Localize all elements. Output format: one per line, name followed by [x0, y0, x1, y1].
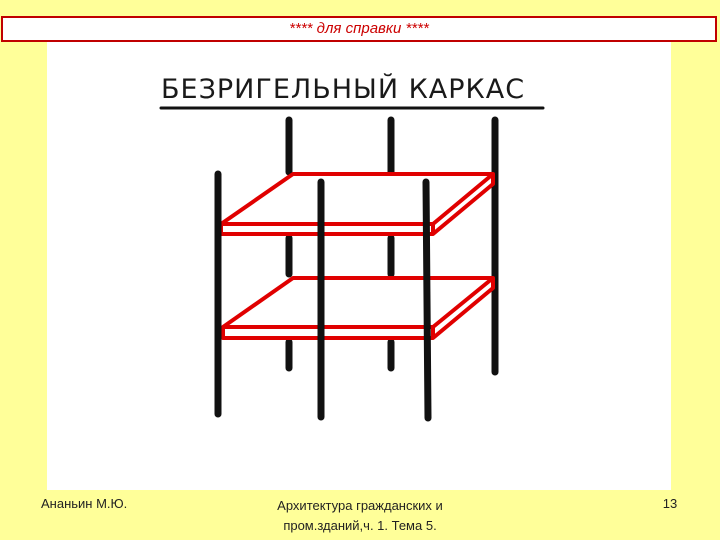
frame-illustration	[159, 106, 545, 422]
footer-author: Ананьин М.Ю.	[41, 496, 128, 511]
drawing-panel: БЕЗРИГЕЛЬНЫЙ КАРКАС	[47, 42, 671, 490]
banner-text: **** для справки ****	[289, 20, 429, 37]
footer-course: Архитектура гражданских и пром.зданий,ч.…	[250, 496, 470, 536]
footer-course-line2: пром.зданий,ч. 1. Тема 5.	[283, 518, 437, 533]
back-columns	[285, 116, 499, 376]
upper-slab	[219, 172, 495, 236]
footer-page-number: 13	[662, 496, 678, 511]
column-front-right	[422, 178, 432, 422]
top-banner: **** для справки ****	[1, 16, 717, 42]
drawing-title: БЕЗРИГЕЛЬНЫЙ КАРКАС	[161, 74, 526, 105]
lower-slab	[221, 276, 495, 340]
footer-course-line1: Архитектура гражданских и	[277, 498, 443, 513]
front-columns	[214, 170, 432, 422]
